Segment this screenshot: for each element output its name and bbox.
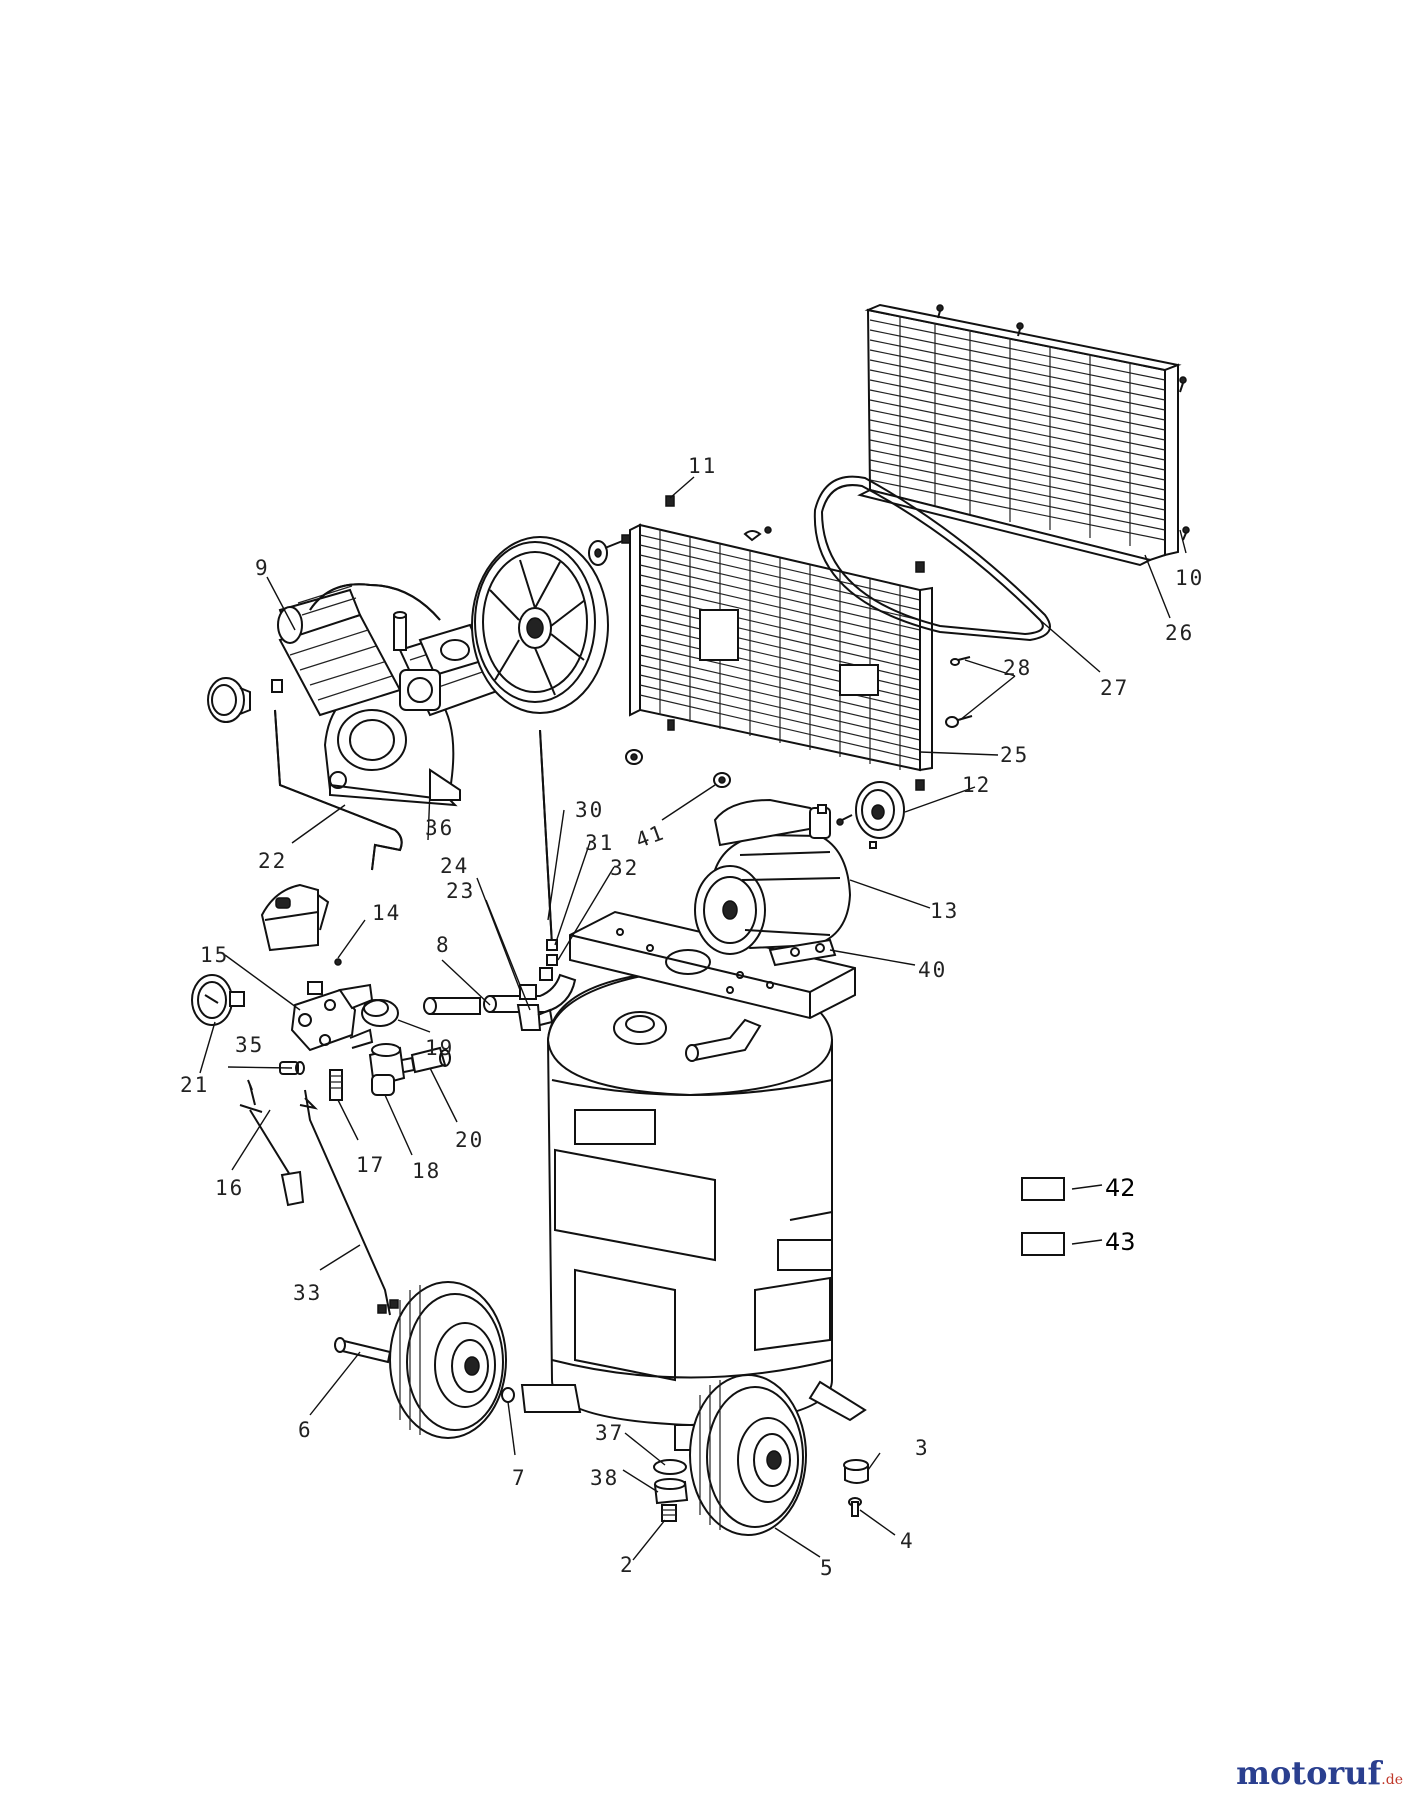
pressure-switch (260, 883, 342, 966)
regulator-knob (361, 999, 399, 1027)
axle-bolt (334, 1337, 392, 1364)
legend-box-43 (1021, 1232, 1065, 1256)
guard-bolts (945, 656, 973, 728)
compressor-pump (277, 583, 502, 807)
callout-37: 37 (595, 1421, 624, 1445)
discharge-tube (271, 679, 403, 871)
handle-tube (423, 973, 762, 1062)
foot-bolt (848, 1497, 862, 1517)
vent-tube (539, 729, 558, 966)
callout-3: 3 (915, 1436, 930, 1460)
callout-32: 32 (610, 856, 639, 880)
callout-18: 18 (412, 1159, 441, 1183)
electric-motor (694, 798, 852, 967)
drain-valve (653, 1459, 689, 1522)
callout-19: 19 (425, 1036, 454, 1060)
callout-5: 5 (820, 1556, 835, 1580)
callout-7: 7 (512, 1466, 527, 1490)
callout-42: 42 (1105, 1174, 1136, 1202)
power-cord (239, 1079, 305, 1207)
leader-lines (199, 476, 1187, 1561)
callout-13: 13 (930, 899, 959, 923)
flywheel (471, 536, 609, 714)
breather-cap (207, 677, 251, 723)
v-belt (813, 475, 1051, 642)
callout-15: 15 (200, 943, 229, 967)
callout-14: 14 (372, 901, 401, 925)
callout-20: 20 (455, 1128, 484, 1152)
callout-10: 10 (1175, 566, 1204, 590)
callout-28: 28 (1003, 656, 1032, 680)
callout-40: 40 (918, 958, 947, 982)
wheel-right (689, 1374, 807, 1536)
callout-6: 6 (298, 1418, 313, 1442)
callout-36: 36 (425, 816, 454, 840)
callout-43: 43 (1105, 1228, 1136, 1256)
callout-30: 30 (575, 798, 604, 822)
callout-17: 17 (356, 1153, 385, 1177)
air-tank (520, 966, 867, 1451)
flywheel-bolt (588, 534, 631, 566)
air-regulator (349, 1028, 406, 1096)
callout-12: 12 (962, 773, 991, 797)
quick-coupler (401, 1046, 451, 1074)
manifold (290, 981, 374, 1052)
callout-9: 9 (255, 556, 270, 580)
callout-11: 11 (688, 454, 717, 478)
brand-logo-tld: .de (1381, 1772, 1403, 1788)
callout-4: 4 (900, 1529, 915, 1553)
callout-25: 25 (1000, 743, 1029, 767)
callout-35: 35 (235, 1033, 264, 1057)
legend-box-42 (1021, 1177, 1065, 1201)
callout-38: 38 (590, 1466, 619, 1490)
callout-21: 21 (180, 1073, 209, 1097)
callout-31: 31 (585, 831, 614, 855)
belt-guard-rear (857, 303, 1190, 567)
belt-guard-front (629, 495, 933, 791)
motor-wire (299, 1089, 399, 1316)
cylinder-left (277, 585, 402, 717)
axle-nut (501, 1387, 515, 1403)
callout-2: 2 (620, 1553, 635, 1577)
motor-pulley (836, 781, 905, 849)
callout-33: 33 (293, 1281, 322, 1305)
brand-logo: motoruf.de (1236, 1754, 1403, 1792)
callout-41: 41 (632, 820, 668, 853)
callout-23: 23 (446, 879, 475, 903)
brand-logo-text: motoruf (1236, 1754, 1382, 1792)
callout-22: 22 (258, 849, 287, 873)
nipple-17 (329, 1069, 343, 1101)
guard-screw (743, 530, 762, 542)
motor-mount-plate (569, 910, 856, 1020)
callout-24: 24 (440, 854, 469, 878)
callout-8: 8 (436, 933, 451, 957)
wheel-left (389, 1281, 507, 1439)
washer-nuts (625, 749, 731, 788)
rubber-foot (843, 1459, 869, 1484)
callout-16: 16 (215, 1176, 244, 1200)
callout-26: 26 (1165, 621, 1194, 645)
pressure-gauge (191, 974, 245, 1026)
callout-27: 27 (1100, 676, 1129, 700)
